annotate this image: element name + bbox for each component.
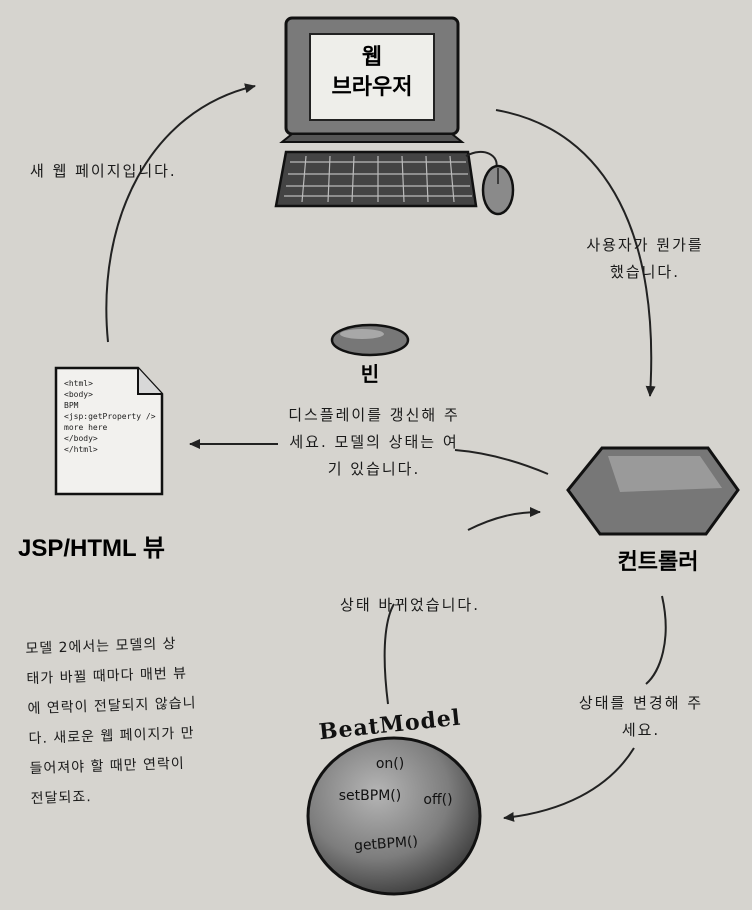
arrow-controller-to-model <box>504 595 667 818</box>
method-setbpm: setBPM() <box>338 788 402 804</box>
caption-change-state: 상태를 변경해 주 세요. <box>566 690 716 744</box>
code-line: <html> <box>64 379 93 388</box>
jsp-document-icon <box>54 366 164 496</box>
arrow-model-to-controller <box>383 512 540 705</box>
caption-refresh-display: 디스플레이를 갱신해 주 세요. 모델의 상태는 여 기 있습니다. <box>268 402 480 483</box>
view-label: JSP/HTML 뷰 <box>18 535 165 562</box>
bean-icon <box>330 323 410 357</box>
arrow-view-to-browser <box>105 83 256 343</box>
caption-line: 디스플레이를 갱신해 주 <box>288 406 460 424</box>
code-line: </body> <box>64 434 98 443</box>
browser-title: 웹 브라우저 <box>310 42 434 102</box>
code-line: more here <box>64 423 108 432</box>
bean-label: 빈 <box>360 364 380 386</box>
mouse-icon <box>465 150 515 216</box>
browser-title-line2: 브라우저 <box>331 74 413 99</box>
caption-state-changed: 상태 바뀌었습니다. <box>340 596 480 614</box>
caption-line: 기 있습니다. <box>327 460 421 478</box>
arrow-controller-to-view <box>454 449 549 475</box>
model2-note: 모델 2에서는 모델의 상 태가 바뀔 때마다 매번 뷰 에 연락이 전달되지 … <box>25 626 271 814</box>
arrow-browser-to-controller <box>495 109 656 397</box>
controller-hexagon-icon <box>566 446 740 536</box>
caption-new-page: 새 웹 페이지입니다. <box>30 162 177 180</box>
browser-title-line1: 웹 <box>361 44 383 69</box>
controller-label: 컨트롤러 <box>617 549 699 574</box>
beatmodel-sphere-icon <box>306 736 482 896</box>
caption-line: 세요. 모델의 상태는 여 <box>289 433 459 451</box>
code-line: </html> <box>64 445 98 454</box>
computer-monitor-icon <box>279 16 465 143</box>
code-line: <body> <box>64 390 93 399</box>
caption-line: 세요. <box>621 721 661 739</box>
jsp-code: <html> <body> BPM <jsp:getProperty /> mo… <box>64 378 164 455</box>
code-line: BPM <box>64 401 79 410</box>
method-off: off() <box>423 792 453 808</box>
caption-user-action: 사용자가 뭔가를 했습니다. <box>570 232 720 286</box>
caption-line: 상태를 변경해 주 <box>578 694 704 712</box>
keyboard-icon <box>274 150 478 208</box>
caption-line: 했습니다. <box>610 263 680 281</box>
caption-line: 사용자가 뭔가를 <box>586 236 704 254</box>
code-line: <jsp:getProperty /> <box>64 412 156 421</box>
method-on: on() <box>375 756 405 772</box>
